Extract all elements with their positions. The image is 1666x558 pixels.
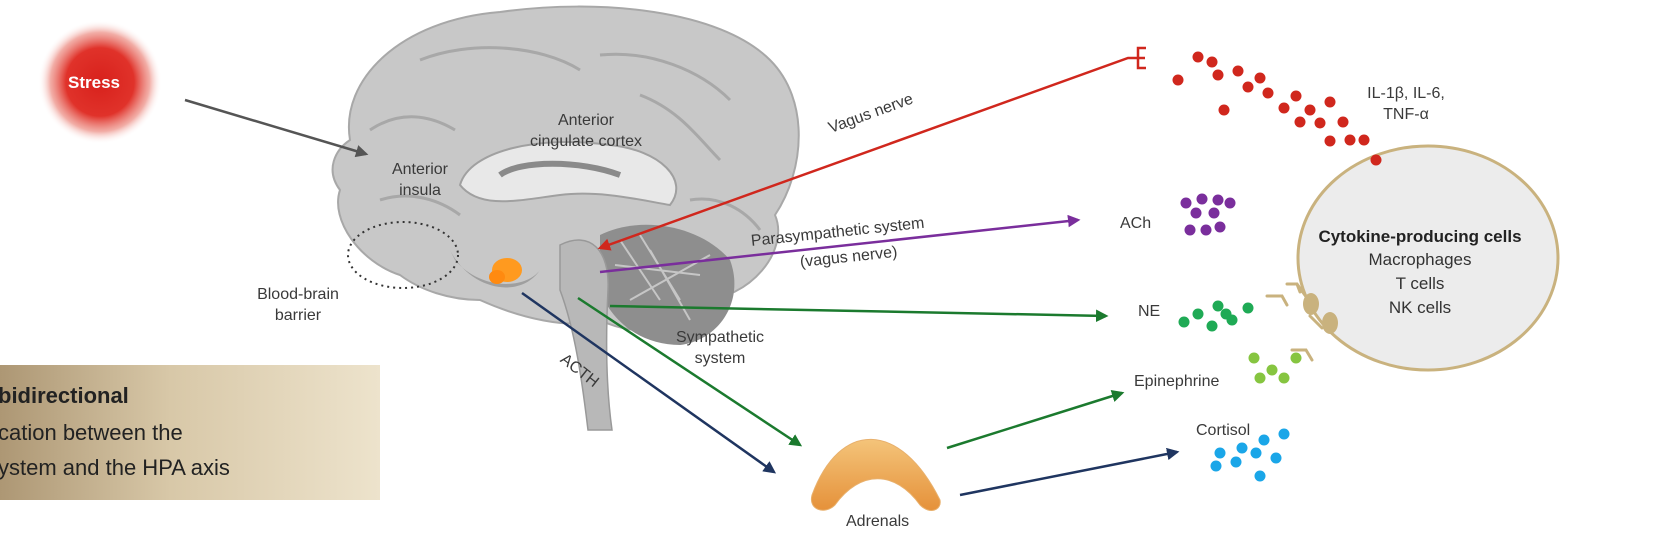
- cell-title: Cytokine-producing cells: [1300, 226, 1540, 248]
- caption-line-2: cation between the: [0, 420, 183, 446]
- cortisol-arrow: [960, 452, 1177, 495]
- cytokines-label: IL-1β, IL-6, TNF-α: [1353, 84, 1459, 126]
- epinephrine-arrow: [947, 393, 1122, 448]
- caption-line-3: ystem and the HPA axis: [0, 455, 230, 481]
- stress-label: Stress: [68, 72, 120, 94]
- anterior-insula-label: Anterior insula: [378, 160, 462, 202]
- sympathetic-label: Sympathetic system: [668, 328, 772, 370]
- caption-panel: bidirectional cation between the ystem a…: [0, 365, 380, 500]
- cell-type-t-cells: T cells: [1300, 273, 1540, 295]
- ach-dots: [1181, 194, 1236, 236]
- adrenals-label: Adrenals: [846, 512, 909, 533]
- blood-brain-barrier-label: Blood-brain barrier: [246, 285, 350, 327]
- cytokine-dots: [1173, 52, 1382, 166]
- caption-line-1: bidirectional: [0, 383, 129, 409]
- ach-label: ACh: [1120, 214, 1151, 235]
- adrenals-illustration: [811, 439, 940, 510]
- cortisol-label: Cortisol: [1196, 421, 1250, 442]
- cell-type-nk-cells: NK cells: [1300, 297, 1540, 319]
- epinephrine-dots: [1249, 353, 1302, 384]
- stress-arrow: [185, 100, 366, 154]
- epinephrine-label: Epinephrine: [1134, 372, 1219, 393]
- ne-dots: [1179, 301, 1254, 332]
- ne-label: NE: [1138, 302, 1160, 323]
- cell-type-macrophages: Macrophages: [1300, 249, 1540, 271]
- anterior-cingulate-label: Anterior cingulate cortex: [522, 111, 650, 153]
